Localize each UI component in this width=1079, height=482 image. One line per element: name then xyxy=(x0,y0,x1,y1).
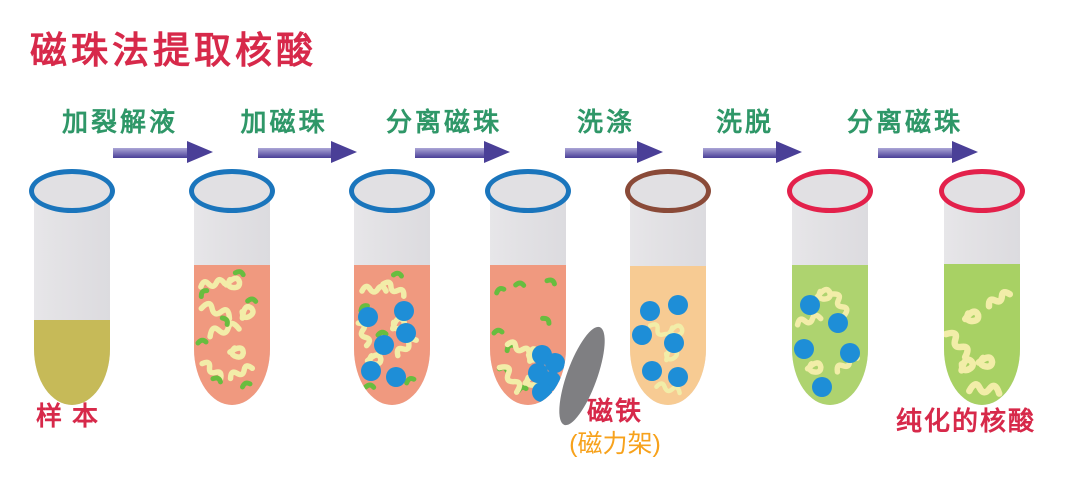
tube-lysis xyxy=(189,169,275,429)
diagram-title: 磁珠法提取核酸 xyxy=(30,30,317,71)
arrow-icon xyxy=(113,141,213,164)
tube-rim xyxy=(29,169,115,213)
caption-magnet-rack: (磁力架) xyxy=(569,430,661,458)
tube-body xyxy=(490,192,566,405)
tube-rim xyxy=(189,169,275,213)
arrow-icon xyxy=(258,141,357,164)
tube-body xyxy=(792,192,868,405)
arrow-icon xyxy=(703,141,802,164)
tube-body xyxy=(630,192,706,405)
arrow-icon xyxy=(565,141,663,164)
arrow-icon xyxy=(415,141,510,164)
step-label-add-lysis: 加裂解液 xyxy=(61,107,178,137)
tube-purified xyxy=(939,169,1025,429)
step-label-separate-beads: 分离磁珠 xyxy=(385,107,502,137)
step-label-elute: 洗脱 xyxy=(715,107,774,137)
beads-released-nucleic-acid-icons xyxy=(792,265,868,397)
tube-rim xyxy=(625,169,711,213)
step-label-separate-beads-2: 分离磁珠 xyxy=(846,107,963,137)
caption-purified: 纯化的核酸 xyxy=(895,406,1036,436)
beads-pulled-to-magnet-icons xyxy=(490,265,565,402)
tube-rim xyxy=(787,169,873,213)
step-label-wash: 洗涤 xyxy=(576,107,635,137)
tube-rim xyxy=(485,169,571,213)
step-label-add-beads: 加磁珠 xyxy=(240,107,328,137)
tube-wash xyxy=(625,169,711,429)
caption-sample: 样本 xyxy=(35,401,108,431)
sample-liquid xyxy=(34,320,110,405)
tube-rim xyxy=(939,169,1025,213)
tube-rim xyxy=(349,169,435,213)
tube-body xyxy=(354,192,430,405)
beads-in-wash-icons xyxy=(632,295,688,405)
purified-nucleic-acid-icons xyxy=(944,265,1020,405)
tube-add-beads xyxy=(349,169,435,429)
tube-body xyxy=(194,192,270,405)
tube-body xyxy=(34,192,110,405)
beads-nucleic-acid-icons xyxy=(354,265,430,405)
tube-elute xyxy=(787,169,873,429)
nucleic-acid-debris-icons xyxy=(194,265,270,405)
arrow-icon xyxy=(878,141,978,164)
tube-separate-beads xyxy=(485,169,571,429)
tube-sample xyxy=(29,169,115,429)
tube-body xyxy=(944,192,1020,405)
